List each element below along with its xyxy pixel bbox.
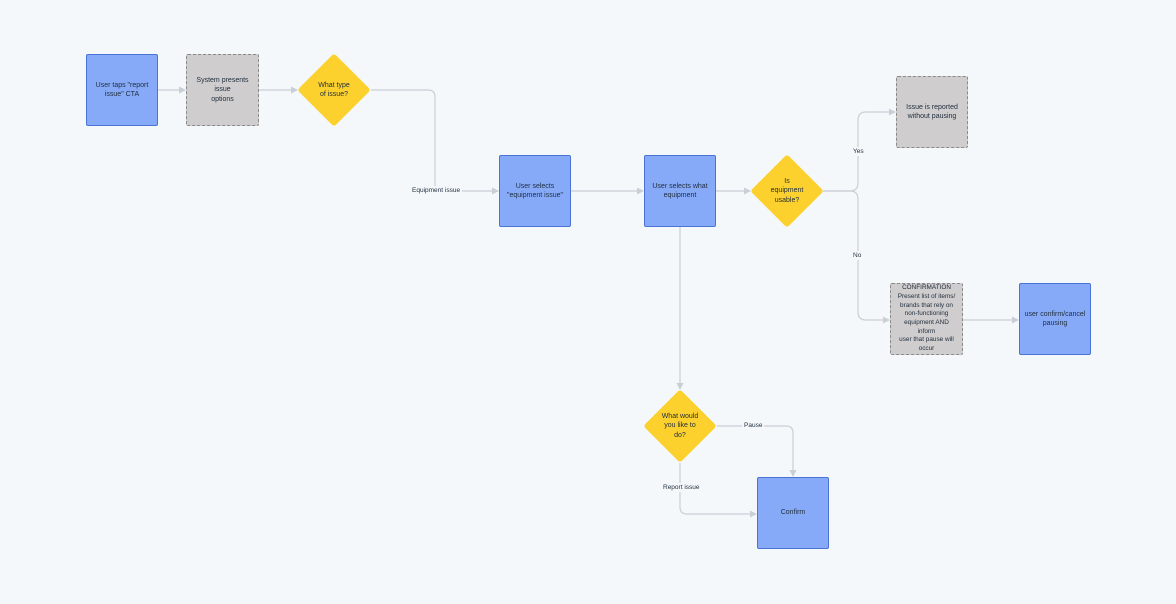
node-report-cta-label: User taps "report issue" CTA (95, 81, 149, 98)
edge-label-equipment-issue: Equipment issue (410, 186, 463, 195)
connector-report-issue (679, 463, 757, 518)
node-report-cta[interactable]: User taps "report issue" CTA (86, 54, 158, 126)
edge-label-no: No (851, 251, 864, 260)
node-user-confirm[interactable]: user confirm/cancel pausing (1019, 283, 1091, 355)
node-reported-no-pause-label: Issue is reported without pausing (906, 103, 958, 120)
node-issue-options[interactable]: System presents issue options (186, 54, 259, 126)
decision-what-to-do-label: What would you like to do? (661, 412, 699, 439)
node-issue-options-label: System presents issue options (196, 76, 249, 103)
edge-label-yes: Yes (851, 147, 866, 156)
edge-label-report-issue: Report issue (661, 483, 702, 492)
node-select-equipment-issue[interactable]: User selects "equipment issue" (499, 155, 571, 227)
node-user-confirm-label: user confirm/cancel pausing (1024, 310, 1086, 327)
connector-pause (717, 425, 797, 477)
node-confirmation-label: CONFIRMATION Present list of items/ bran… (897, 284, 956, 352)
node-confirm-label: Confirm (780, 509, 806, 517)
node-select-equipment[interactable]: User selects what equipment (644, 155, 716, 227)
connector-type-to-equipment-issue (371, 89, 499, 195)
node-select-equipment-issue-label: User selects "equipment issue" (507, 182, 563, 199)
node-reported-no-pause[interactable]: Issue is reported without pausing (896, 76, 968, 148)
node-confirmation[interactable]: CONFIRMATION Present list of items/ bran… (890, 283, 963, 355)
node-confirm[interactable]: Confirm (757, 477, 829, 549)
decision-what-type-label: What type of issue? (318, 81, 350, 98)
edge-label-pause: Pause (742, 421, 765, 430)
decision-is-usable-label: Is equipment usable? (770, 177, 804, 204)
node-select-equipment-label: User selects what equipment (652, 182, 708, 199)
